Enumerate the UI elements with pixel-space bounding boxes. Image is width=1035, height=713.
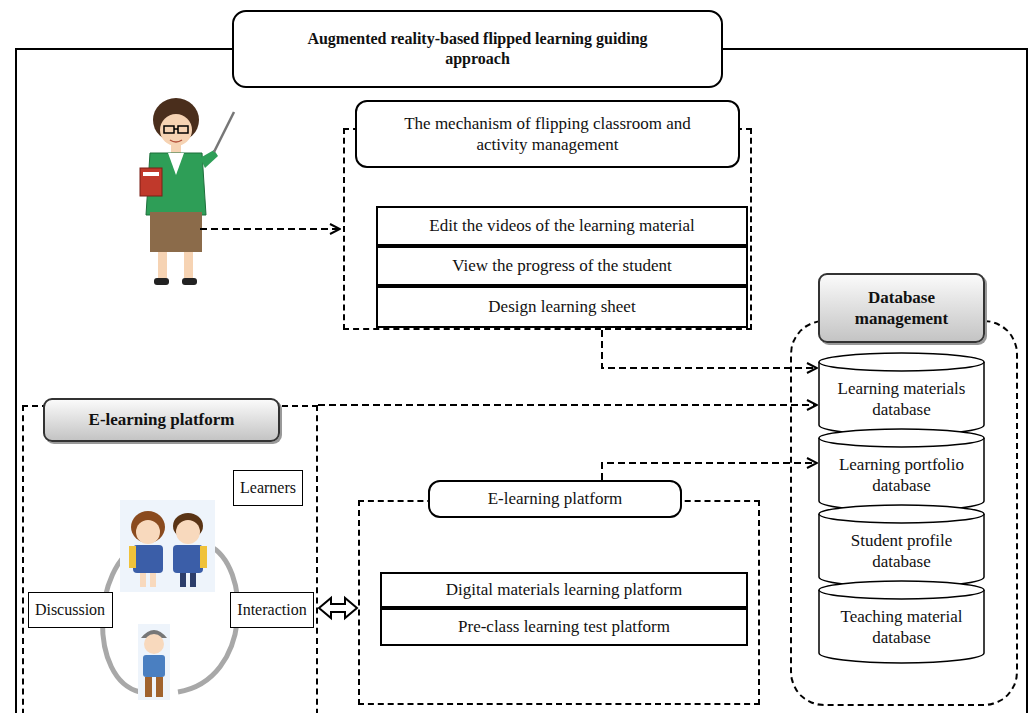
role-label: Discussion [28,592,113,628]
node-text: View the progress of the student [452,255,671,276]
group-heading: Database management [818,273,985,343]
outer-frame: Augmented reality-based flipped learning… [15,48,1028,713]
role-label: Learners [233,470,303,506]
group-heading: E-learning platform [43,398,280,442]
dashed-arrow [602,463,817,480]
node-text: Learners [240,478,296,498]
process-box: Edit the videos of the learning material [376,206,748,246]
platform-panel: E-learning platformLearnersDiscussionInt… [22,405,318,713]
teacher-arrow [200,228,340,230]
database-cylinder: Student profile database [818,504,985,587]
database-cylinder: Teaching material database [818,580,985,663]
node-text: Student profile database [818,504,985,573]
node-text: Pre-class learning test platform [458,616,670,637]
node-text: Edit the videos of the learning material [429,215,694,236]
process-box: Pre-class learning test platform [380,608,748,646]
database-panel: Database managementLearning materials da… [790,320,1018,706]
group-heading: E-learning platform [428,480,682,518]
group-heading: Augmented reality-based flipped learning… [232,10,723,88]
database-cylinder: Learning materials database [818,352,985,435]
group-heading: The mechanism of flipping classroom and … [355,100,740,168]
node-text: Interaction [237,600,306,620]
learner-figures [120,500,215,592]
role-label: Interaction [230,592,314,628]
process-box: View the progress of the student [376,246,748,286]
node-text: Discussion [35,600,105,620]
mechanism-panel: The mechanism of flipping classroom and … [343,128,752,330]
platform-panel: E-learning platformDigital materials lea… [358,500,760,705]
database-cylinder: Learning portfolio database [818,428,985,511]
process-box: Digital materials learning platform [380,572,748,608]
dashed-arrow [318,404,817,406]
node-text: Teaching material database [818,580,985,649]
teacher-small-figure [138,624,170,700]
node-text: Design learning sheet [488,296,635,317]
process-box: Design learning sheet [376,286,748,328]
double-arrow [319,598,357,618]
node-text: Learning portfolio database [818,428,985,497]
node-text: Digital materials learning platform [446,579,683,600]
node-text: Learning materials database [818,352,985,421]
dashed-arrow [602,330,817,368]
teacher-figure [140,98,234,285]
